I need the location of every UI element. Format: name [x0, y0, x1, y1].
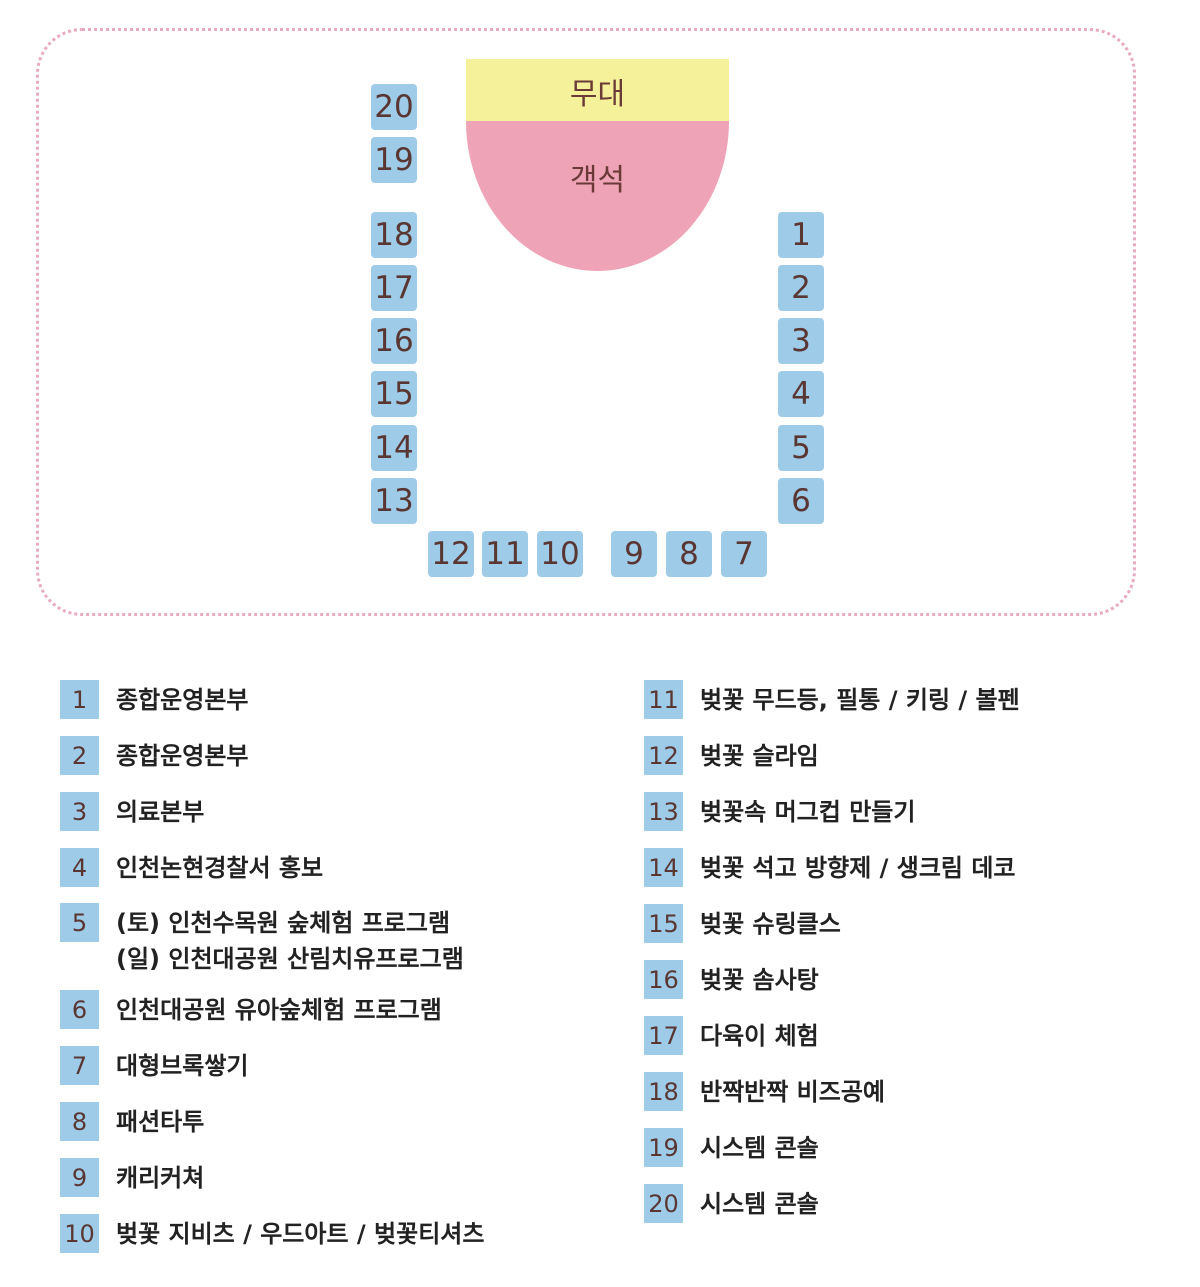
booth-5[interactable]: 5 [778, 425, 824, 471]
legend-item: 15 벚꽃 슈링클스 [644, 904, 841, 943]
legend-item: 17 다육이 체험 [644, 1016, 819, 1055]
legend-label: 종합운영본부 [116, 742, 249, 770]
booth-15[interactable]: 15 [371, 371, 417, 417]
legend-number: 19 [644, 1128, 683, 1167]
booth-4[interactable]: 4 [778, 371, 824, 417]
legend-label: 의료본부 [116, 798, 205, 826]
legend-number: 10 [60, 1214, 99, 1253]
legend-number: 11 [644, 680, 683, 719]
legend-item: 14 벚꽃 석고 방향제 / 생크림 데코 [644, 848, 1016, 887]
legend-label: (토) 인천수목원 숲체험 프로그램 (일) 인천대공원 산림치유프로그램 [116, 909, 464, 973]
legend-number: 14 [644, 848, 683, 887]
legend-item: 11 벚꽃 무드등, 필통 / 키링 / 볼펜 [644, 680, 1020, 719]
legend-label: 대형브록쌓기 [116, 1052, 249, 1080]
legend-label: 벚꽃 석고 방향제 / 생크림 데코 [700, 854, 1016, 882]
audience-seats [466, 121, 729, 271]
legend-item: 12 벚꽃 슬라임 [644, 736, 819, 775]
legend-item: 13 벚꽃속 머그컵 만들기 [644, 792, 915, 831]
legend-number: 9 [60, 1158, 99, 1197]
legend-label: 종합운영본부 [116, 686, 249, 714]
legend-item: 2 종합운영본부 [60, 736, 248, 775]
legend-number: 7 [60, 1046, 99, 1085]
booth-18[interactable]: 18 [371, 212, 417, 258]
booth-10[interactable]: 10 [537, 531, 583, 577]
booth-6[interactable]: 6 [778, 478, 824, 524]
legend-number: 20 [644, 1184, 683, 1223]
legend-label: 캐리커쳐 [116, 1164, 205, 1192]
legend-number: 12 [644, 736, 683, 775]
booth-7[interactable]: 7 [721, 531, 767, 577]
seats-label: 객석 [569, 163, 626, 198]
legend-item: 1 종합운영본부 [60, 680, 248, 719]
booth-2[interactable]: 2 [778, 265, 824, 311]
booth-14[interactable]: 14 [371, 425, 417, 471]
legend-label: 벚꽃 슈링클스 [700, 910, 841, 938]
legend-item: 7 대형브록쌓기 [60, 1046, 248, 1085]
booth-13[interactable]: 13 [371, 478, 417, 524]
legend-item: 20 시스템 콘솔 [644, 1184, 819, 1223]
legend-number: 5 [60, 903, 99, 942]
legend-label: 반짝반짝 비즈공예 [700, 1078, 885, 1106]
legend-item: 9 캐리커쳐 [60, 1158, 204, 1197]
booth-16[interactable]: 16 [371, 318, 417, 364]
legend-label: 벚꽃 솜사탕 [700, 966, 819, 994]
legend-item: 8 패션타투 [60, 1102, 204, 1141]
legend-label: 벚꽃 슬라임 [700, 742, 819, 770]
legend-number: 15 [644, 904, 683, 943]
legend-label: 시스템 콘솔 [700, 1190, 819, 1218]
legend-number: 6 [60, 990, 99, 1029]
legend-label: 벚꽃 무드등, 필통 / 키링 / 볼펜 [700, 686, 1020, 714]
legend-item: 18 반짝반짝 비즈공예 [644, 1072, 885, 1111]
booth-11[interactable]: 11 [482, 531, 528, 577]
legend-number: 2 [60, 736, 99, 775]
legend-label: 패션타투 [116, 1108, 205, 1136]
booth-8[interactable]: 8 [666, 531, 712, 577]
legend-item: 5 (토) 인천수목원 숲체험 프로그램 (일) 인천대공원 산림치유프로그램 [60, 903, 464, 977]
legend-item: 10 벚꽃 지비츠 / 우드아트 / 벚꽃티셔츠 [60, 1214, 484, 1253]
legend-item: 16 벚꽃 솜사탕 [644, 960, 819, 999]
booth-20[interactable]: 20 [371, 84, 417, 130]
booth-12[interactable]: 12 [428, 531, 474, 577]
legend-number: 17 [644, 1016, 683, 1055]
legend-label: 다육이 체험 [700, 1022, 819, 1050]
legend-number: 8 [60, 1102, 99, 1141]
legend-number: 4 [60, 848, 99, 887]
legend-label: 시스템 콘솔 [700, 1134, 819, 1162]
legend-number: 18 [644, 1072, 683, 1111]
legend-item: 4 인천논현경찰서 홍보 [60, 848, 323, 887]
legend-number: 3 [60, 792, 99, 831]
legend-label: 벚꽃속 머그컵 만들기 [700, 798, 916, 826]
booth-1[interactable]: 1 [778, 212, 824, 258]
legend-label: 벚꽃 지비츠 / 우드아트 / 벚꽃티셔츠 [116, 1220, 485, 1248]
booth-9[interactable]: 9 [611, 531, 657, 577]
legend-label: 인천논현경찰서 홍보 [116, 854, 324, 882]
stage: 무대 [466, 59, 729, 122]
legend-label: 인천대공원 유아숲체험 프로그램 [116, 996, 442, 1024]
booth-3[interactable]: 3 [778, 318, 824, 364]
booth-19[interactable]: 19 [371, 137, 417, 183]
legend-item: 19 시스템 콘솔 [644, 1128, 819, 1167]
venue-map-frame [36, 28, 1136, 616]
legend-number: 1 [60, 680, 99, 719]
booth-17[interactable]: 17 [371, 265, 417, 311]
legend-number: 13 [644, 792, 683, 831]
legend-number: 16 [644, 960, 683, 999]
legend-item: 6 인천대공원 유아숲체험 프로그램 [60, 990, 442, 1029]
legend-item: 3 의료본부 [60, 792, 204, 831]
